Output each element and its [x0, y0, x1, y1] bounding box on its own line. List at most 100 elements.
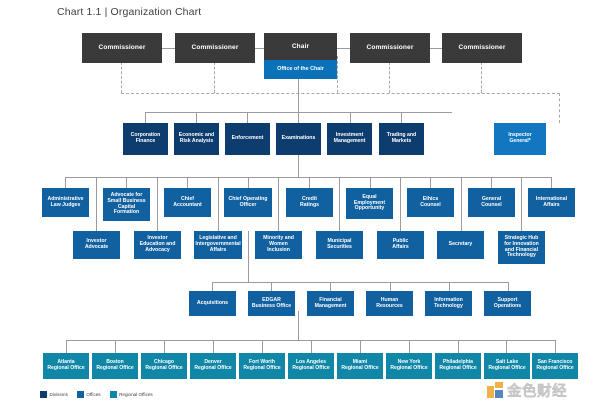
node-commissioner-1[interactable]: Commissioner — [82, 33, 162, 63]
connector-office1-6-down — [370, 177, 371, 188]
connector-commissioner4-down — [481, 62, 482, 93]
connector-leadership-1 — [162, 48, 180, 49]
node-office-minority-women-inclusion[interactable]: Minority and Women Inclusion — [255, 231, 302, 259]
node-regional-atlanta[interactable]: Atlanta Regional Office — [43, 353, 89, 379]
legend-label-regional-offices: Regional Offices — [119, 392, 153, 397]
node-office-edgar-business-office[interactable]: EDGAR Business Office — [248, 291, 295, 316]
connector-office2-5-down — [339, 177, 340, 231]
connector-office2-4-down — [278, 177, 279, 231]
node-office-municipal-securities[interactable]: Municipal Securities — [316, 231, 363, 259]
connector-commissioner2-down — [214, 62, 215, 93]
connector-trunk-to-row3 — [248, 231, 249, 282]
node-office-advocate-small-business[interactable]: Advocate for Small Business Capital Form… — [103, 188, 150, 221]
node-regional-chicago[interactable]: Chicago Regional Office — [141, 353, 187, 379]
node-division-economic-risk-analysis[interactable]: Economic and Risk Analysis — [174, 123, 219, 155]
node-office-financial-management[interactable]: Financial Management — [307, 291, 354, 316]
connector-regional-6-down — [311, 340, 312, 353]
node-office-secretary[interactable]: Secretary — [437, 231, 484, 259]
node-office-chief-accountant[interactable]: Chief Accountant — [164, 188, 211, 217]
connector-dashed-spine — [121, 93, 560, 94]
node-office-legislative-intergovernmental-affairs[interactable]: Legislative and Intergovernmental Affair… — [194, 231, 242, 259]
connector-regional-spine — [66, 340, 555, 341]
node-division-enforcement[interactable]: Enforcement — [225, 123, 270, 155]
legend-item-offices: Offices — [76, 391, 101, 398]
node-regional-miami[interactable]: Miami Regional Office — [337, 353, 383, 379]
node-office-administrative-law-judges[interactable]: Administrative Law Judges — [42, 188, 89, 217]
legend-label-offices: Offices — [86, 392, 101, 397]
node-office-human-resources[interactable]: Human Resources — [366, 291, 413, 316]
node-inspector-general[interactable]: Inspector General* — [494, 123, 546, 155]
node-division-investment-management[interactable]: Investment Management — [327, 123, 372, 155]
node-regional-philadelphia[interactable]: Philadelphia Regional Office — [435, 353, 481, 379]
node-office-of-the-chair[interactable]: Office of the Chair — [264, 60, 337, 79]
node-commissioner-2[interactable]: Commissioner — [175, 33, 255, 63]
connector-regional-4-down — [213, 340, 214, 353]
node-regional-los-angeles[interactable]: Los Angeles Regional Office — [288, 353, 334, 379]
connector-division-2-down — [196, 112, 197, 123]
connector-regional-2-down — [115, 340, 116, 353]
node-regional-new-york[interactable]: New York Regional Office — [386, 353, 432, 379]
connector-offices3-spine — [212, 282, 508, 283]
node-office-public-affairs[interactable]: Public Affairs — [377, 231, 424, 259]
connector-office1-8-down — [491, 177, 492, 188]
connector-office3-1-down — [212, 282, 213, 291]
node-office-equal-employment-opportunity[interactable]: Equal Employment Opportunity — [346, 188, 393, 219]
node-office-ethics-counsel[interactable]: Ethics Counsel — [407, 188, 454, 217]
node-division-corporation-finance[interactable]: Corporation Finance — [123, 123, 168, 155]
watermark-text: 金色财经 — [507, 384, 567, 400]
connector-division-4-down — [298, 112, 299, 123]
legend-swatch-regional-offices — [109, 391, 117, 398]
legend-label-divisions: Divisions — [49, 392, 68, 397]
connector-office3-5-down — [449, 282, 450, 291]
connector-office1-7-down — [430, 177, 431, 188]
connector-trunk-to-regional — [298, 311, 299, 340]
connector-office1-5-down — [309, 177, 310, 188]
connector-office1-9-down — [551, 177, 552, 188]
connector-office3-4-down — [390, 282, 391, 291]
page-title: Chart 1.1 | Organization Chart — [57, 6, 202, 18]
connector-office3-2-down — [271, 282, 272, 291]
connector-chair-side-down — [337, 56, 338, 93]
connector-office3-3-down — [330, 282, 331, 291]
watermark-logo-icon — [487, 382, 504, 399]
connector-dashed-to-ig — [559, 93, 560, 123]
node-office-investor-advocate[interactable]: Investor Advocate — [73, 231, 120, 259]
connector-offices1-spine — [65, 177, 552, 178]
node-regional-denver[interactable]: Denver Regional Office — [190, 353, 236, 379]
node-commissioner-4[interactable]: Commissioner — [442, 33, 522, 63]
node-commissioner-3[interactable]: Commissioner — [350, 33, 430, 63]
node-regional-san-francisco[interactable]: San Francisco Regional Office — [532, 353, 578, 379]
node-chair[interactable]: Chair — [264, 33, 337, 60]
node-office-strategic-hub-finhub[interactable]: Strategic Hub for Innovation and Financi… — [498, 231, 545, 264]
node-regional-fort-worth[interactable]: Fort Worth Regional Office — [239, 353, 285, 379]
node-office-chief-operating-officer[interactable]: Chief Operating Officer — [224, 188, 272, 217]
connector-regional-5-down — [262, 340, 263, 353]
node-office-information-technology[interactable]: Information Technology — [425, 291, 472, 316]
connector-office2-7-down — [461, 177, 462, 231]
node-division-trading-markets[interactable]: Trading and Markets — [379, 123, 424, 155]
node-office-credit-ratings[interactable]: Credit Ratings — [286, 188, 333, 217]
connector-division-6-down — [401, 112, 402, 123]
node-division-examinations[interactable]: Examinations — [276, 123, 321, 155]
node-office-support-operations[interactable]: Support Operations — [484, 291, 531, 316]
connector-office2-6-down — [400, 177, 401, 231]
legend: Divisions Offices Regional Offices — [40, 391, 153, 398]
connector-office1-4-down — [248, 177, 249, 188]
connector-leadership-4 — [430, 48, 448, 49]
connector-regional-3-down — [164, 340, 165, 353]
legend-item-divisions: Divisions — [40, 391, 68, 398]
connector-office2-1-down — [96, 177, 97, 231]
connector-office1-2-down — [126, 177, 127, 188]
node-office-international-affairs[interactable]: International Affairs — [528, 188, 575, 217]
node-regional-salt-lake[interactable]: Salt Lake Regional Office — [484, 353, 530, 379]
connector-commissioner3-down — [389, 62, 390, 93]
node-regional-boston[interactable]: Boston Regional Office — [92, 353, 138, 379]
connector-regional-11-down — [555, 340, 556, 353]
node-office-general-counsel[interactable]: General Counsel — [468, 188, 515, 217]
connector-chair-main-down — [298, 79, 299, 112]
node-office-investor-education-advocacy[interactable]: Investor Education and Advocacy — [134, 231, 181, 259]
node-office-acquisitions[interactable]: Acquisitions — [189, 291, 236, 316]
connector-division-5-down — [350, 112, 351, 123]
connector-regional-1-down — [66, 340, 67, 353]
